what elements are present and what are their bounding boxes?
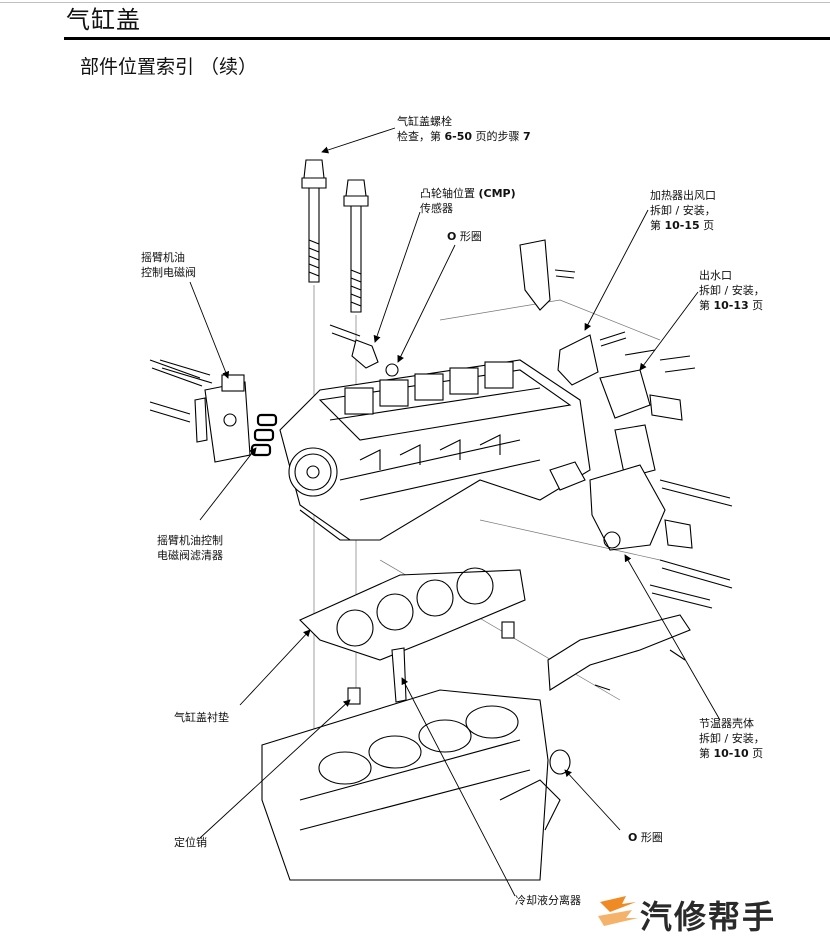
head-bolt-long xyxy=(301,159,327,283)
callout-head-gasket: 气缸盖衬垫 xyxy=(174,711,229,724)
callout-line: 摇臂机油控制 xyxy=(157,534,223,547)
callout-line: 第 10-15 页 xyxy=(650,218,716,233)
callout-dowel-pin: 定位销 xyxy=(174,836,207,849)
callout-text: 检查，第 xyxy=(397,130,445,143)
callout-rocker-oil-filter: 摇臂机油控制 电磁阀滤清器 xyxy=(157,533,223,563)
callout-o-ring-bottom: O 形圈 xyxy=(628,830,663,845)
callout-text: 形圈 xyxy=(456,230,482,243)
solenoid-bolts xyxy=(149,359,213,423)
callout-line: 检查，第 6-50 页的步骤 7 xyxy=(397,129,531,144)
coolant-separator-part xyxy=(391,647,407,703)
callout-text: 凸轮轴位置 xyxy=(420,187,479,200)
callout-text: 页 xyxy=(748,299,764,312)
callout-text: 第 xyxy=(699,299,714,312)
callout-heater-outlet: 加热器出风口 拆卸 / 安装， 第 10-15 页 xyxy=(650,188,716,233)
title-rule xyxy=(64,37,830,40)
o-ring-bottom-part xyxy=(549,749,571,775)
cylinder-head-gasket xyxy=(299,567,526,661)
water-outlet xyxy=(599,349,696,421)
page-ref: 10-13 xyxy=(713,299,749,312)
callout-line: 第 10-10 页 xyxy=(699,746,765,761)
callout-water-outlet: 出水口 拆卸 / 安装， 第 10-13 页 xyxy=(699,268,765,313)
page-ref: 10-10 xyxy=(713,747,749,760)
cmp-sensor xyxy=(329,324,399,377)
callout-line: 凸轮轴位置 (CMP) xyxy=(420,186,516,201)
callout-text: 页 xyxy=(699,219,715,232)
page-ref: 10-15 xyxy=(664,219,700,232)
callout-line: 控制电磁阀 xyxy=(141,266,196,279)
step-ref: 7 xyxy=(523,130,531,143)
thermostat-housing xyxy=(589,424,733,609)
callout-bold: O xyxy=(628,831,638,844)
callout-line: 摇臂机油 xyxy=(141,251,185,264)
callout-bold: O xyxy=(447,230,457,243)
callout-text: 页 xyxy=(748,747,764,760)
wrench-logo-icon xyxy=(598,896,638,926)
callout-text: 形圈 xyxy=(637,831,663,844)
heater-outlet xyxy=(557,331,627,386)
page-ref: 6-50 xyxy=(444,130,473,143)
watermark-logo: 汽修帮手 xyxy=(596,886,830,936)
callout-line: 加热器出风口 xyxy=(650,189,716,202)
housing-bracket xyxy=(547,461,691,691)
section-title: 部件位置索引 （续） xyxy=(80,56,258,78)
callout-coolant-separator: 冷却液分离器 xyxy=(515,894,581,907)
callout-line: 气缸盖螺栓 xyxy=(397,115,452,128)
head-bolt-short xyxy=(343,179,369,313)
callout-rocker-oil-solenoid: 摇臂机油 控制电磁阀 xyxy=(141,250,196,280)
callout-line: 拆卸 / 安装， xyxy=(650,204,716,217)
engine-block xyxy=(261,689,561,881)
callout-text: 页的步骤 xyxy=(472,130,524,143)
callout-line: 传感器 xyxy=(420,202,453,215)
dowel-pin-left xyxy=(347,687,361,705)
callout-o-ring-top: O 形圈 xyxy=(447,229,482,244)
callout-thermostat-housing: 节温器壳体 拆卸 / 安装， 第 10-10 页 xyxy=(699,716,765,761)
callout-line: 节温器壳体 xyxy=(699,717,754,730)
dowel-pin-right xyxy=(501,621,515,639)
bracket xyxy=(519,239,576,311)
callout-cmp-sensor: 凸轮轴位置 (CMP) 传感器 xyxy=(420,186,516,216)
callout-abbr: (CMP) xyxy=(478,187,516,200)
chapter-title: 气缸盖 xyxy=(66,6,141,34)
callout-cylinder-head-bolt: 气缸盖螺栓 检查，第 6-50 页的步骤 7 xyxy=(397,114,531,144)
rocker-oil-solenoid xyxy=(194,374,251,463)
callout-line: 拆卸 / 安装， xyxy=(699,732,765,745)
callout-text: 第 xyxy=(650,219,665,232)
cylinder-head xyxy=(279,359,591,541)
callout-line: 电磁阀滤清器 xyxy=(157,549,223,562)
callout-line: 第 10-13 页 xyxy=(699,298,765,313)
watermark-text: 汽修帮手 xyxy=(640,898,777,936)
callout-text: 第 xyxy=(699,747,714,760)
callout-line: 出水口 xyxy=(699,269,732,282)
callout-line: 拆卸 / 安装， xyxy=(699,284,765,297)
top-border-line xyxy=(0,2,830,3)
